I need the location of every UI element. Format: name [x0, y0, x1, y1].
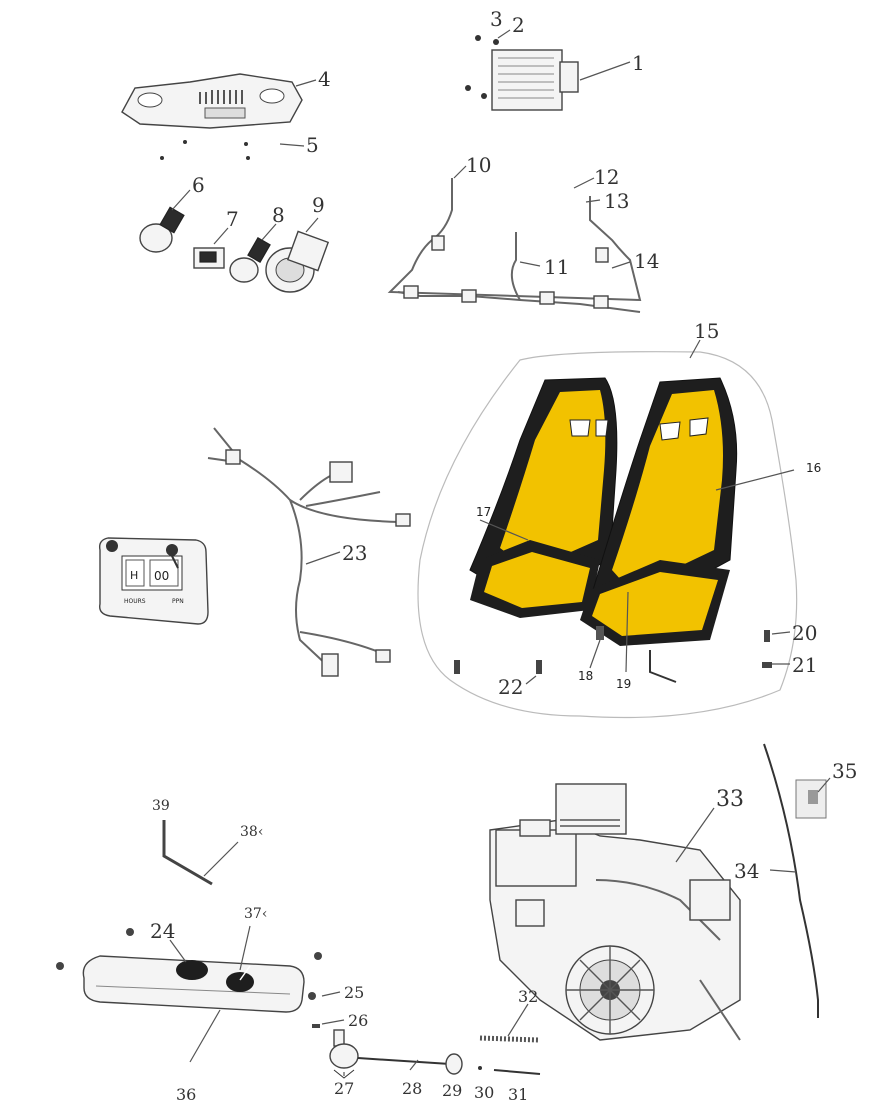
part-27-fuel-valve	[329, 1029, 359, 1079]
callout-38: 38‹	[240, 824, 263, 840]
callout-18: 18	[578, 669, 593, 683]
hour-meter-unit-text: PPN	[172, 598, 184, 605]
part-15-seat-assembly-outline	[417, 351, 798, 719]
part-2-washer	[493, 39, 499, 45]
callout-20: 20	[792, 621, 817, 645]
callout-32: 32	[518, 987, 538, 1006]
callout-4: 4	[318, 67, 331, 91]
callout-12: 12	[594, 165, 619, 189]
callout-labels: 1 2 3 4 5 6 7 8 9 10 11 12 13 14 15 16 1…	[150, 7, 857, 1104]
callout-5: 5	[306, 133, 319, 157]
callout-29: 29	[442, 1081, 462, 1100]
callout-17: 17	[476, 505, 491, 519]
callout-25: 25	[344, 983, 364, 1002]
callout-16: 16	[806, 461, 821, 475]
callout-13: 13	[604, 189, 629, 213]
part-34-throttle-cable	[763, 743, 819, 1018]
part-37-fuel-gauge	[226, 972, 254, 992]
part-29-fuel-filter	[445, 1053, 463, 1075]
callout-11: 11	[544, 255, 569, 279]
part-20-bolt	[764, 630, 770, 642]
hour-meter: H 00 HOURS PPN	[98, 537, 209, 625]
part-22-bolt	[536, 660, 542, 674]
hour-meter-hours-text: HOURS	[124, 598, 146, 605]
part-1-relay-block	[491, 49, 579, 111]
part-38-fuel-hose	[162, 820, 213, 886]
callout-10: 10	[466, 153, 491, 177]
callout-30: 30	[474, 1083, 494, 1102]
part-28-fuel-line	[357, 1057, 451, 1065]
callout-24: 24	[150, 919, 175, 943]
callout-26: 26	[348, 1011, 368, 1030]
part-30-clamp	[478, 1066, 482, 1070]
callout-23: 23	[342, 541, 367, 565]
part-3-screw	[475, 35, 481, 41]
callout-31: 31	[508, 1085, 528, 1104]
part-33-engine	[489, 783, 741, 1041]
callout-3: 3	[490, 7, 503, 31]
part-24-fuel-cap	[176, 960, 208, 980]
callout-2: 2	[512, 13, 525, 37]
part-14-seat-belts	[387, 178, 642, 313]
part-9-ignition-switch	[265, 230, 330, 293]
callout-34: 34	[734, 859, 759, 883]
callout-15: 15	[694, 319, 719, 343]
hour-meter-right-digits: 00	[154, 569, 169, 583]
part-4-dash-panel	[121, 73, 303, 129]
part-23-wiring-harness	[207, 427, 411, 677]
callout-19: 19	[616, 677, 631, 691]
part-6-switch	[139, 206, 185, 253]
callout-39: 39	[152, 798, 170, 814]
callout-1: 1	[632, 51, 645, 75]
hour-meter-left-digit: H	[130, 569, 138, 582]
callout-35: 35	[832, 759, 857, 783]
callout-7: 7	[226, 207, 239, 231]
callout-21: 21	[792, 653, 817, 677]
callout-33: 33	[716, 787, 744, 812]
callout-36: 36	[176, 1085, 196, 1104]
part-8-switch	[229, 237, 271, 283]
callout-28: 28	[402, 1079, 422, 1098]
part-31-fuel-line	[493, 1069, 541, 1075]
callout-8: 8	[272, 203, 285, 227]
part-7-rocker-switch	[193, 247, 225, 269]
callout-22: 22	[498, 675, 523, 699]
callout-9: 9	[312, 193, 325, 217]
part-32-spring	[479, 1035, 539, 1043]
callout-27: 27	[334, 1079, 354, 1098]
callout-37: 37‹	[244, 906, 267, 922]
part-21-nut	[762, 662, 772, 668]
callout-6: 6	[192, 173, 205, 197]
callout-14: 14	[634, 249, 659, 273]
part-17-left-seat	[469, 377, 618, 618]
part-36-fuel-tank	[82, 955, 305, 1013]
part-19-right-seat	[580, 377, 738, 646]
part-35-bracket	[795, 779, 827, 819]
